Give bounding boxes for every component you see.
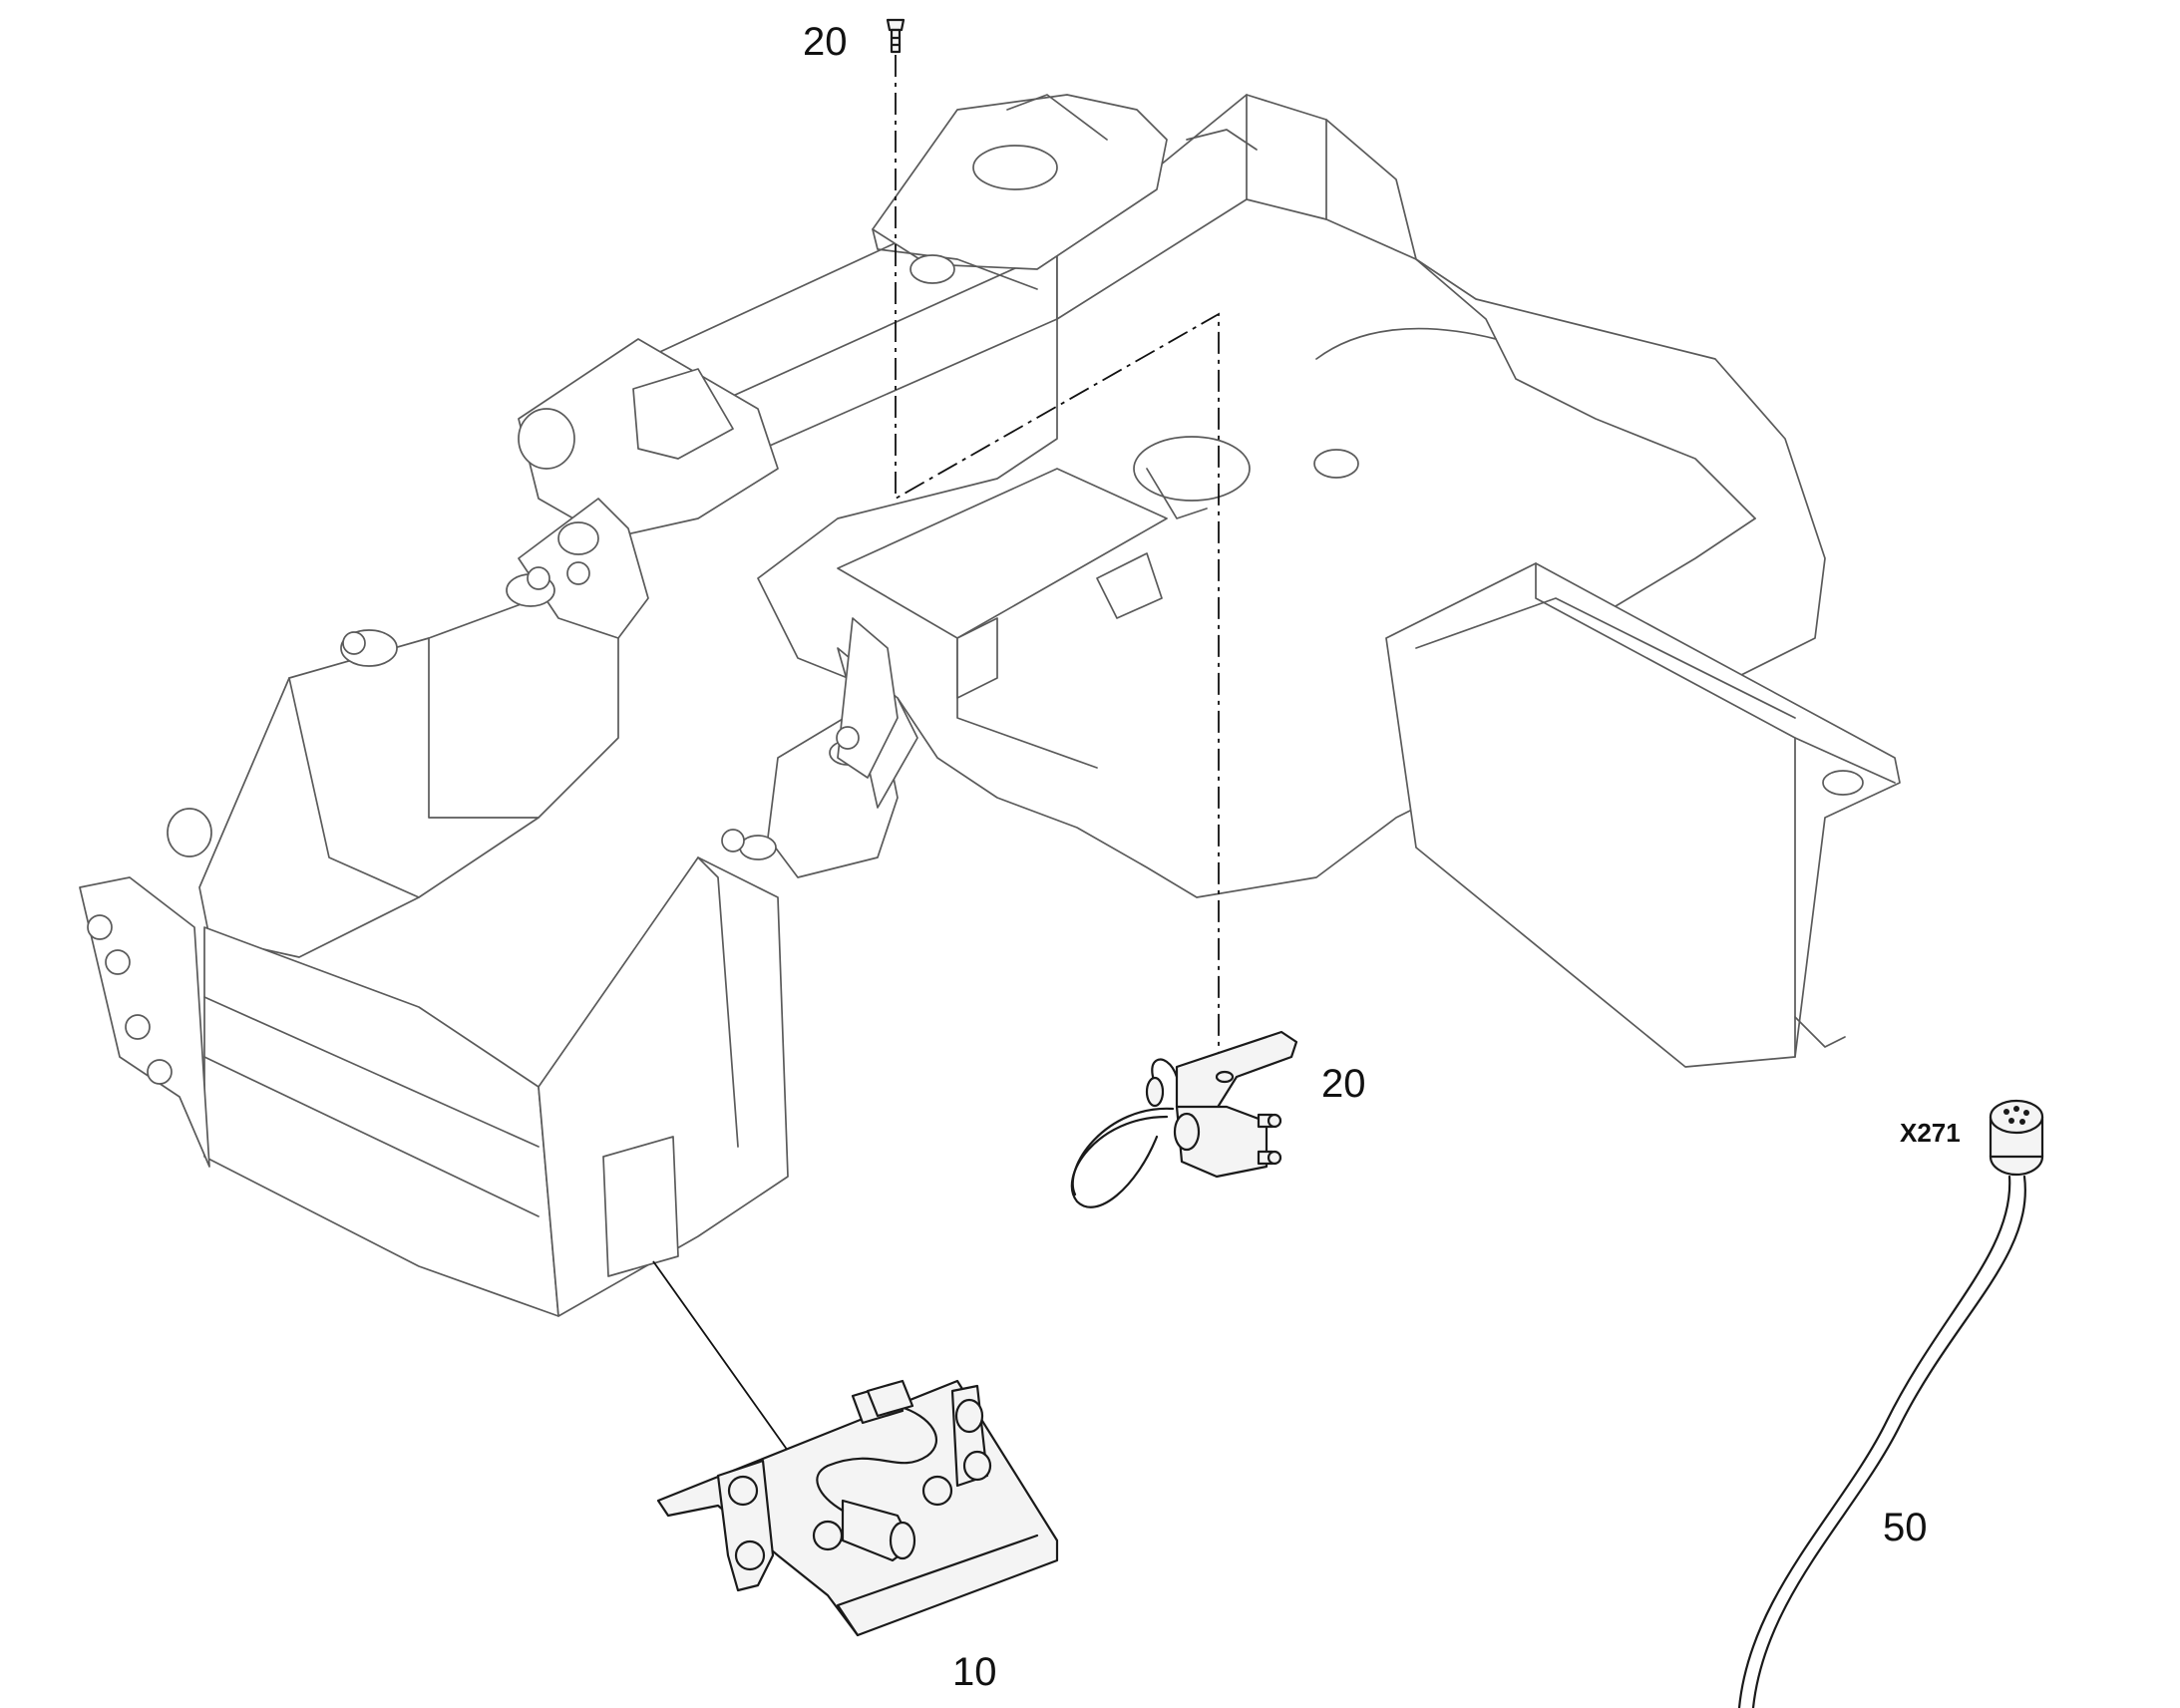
sensor-leader-line (652, 1260, 789, 1452)
machine-frame (79, 94, 1901, 1317)
callout-switch: 20 (1321, 1062, 1366, 1106)
callout-harness: 50 (1883, 1506, 1928, 1549)
screw-part (886, 18, 906, 54)
connector-pins (2003, 1106, 2029, 1125)
sensor-bracket (656, 1379, 1059, 1637)
callout-top-screw: 20 (803, 20, 848, 64)
alignment-path (895, 55, 1220, 1067)
connector-label: X271 (1900, 1118, 1961, 1148)
switch-assembly (1070, 1030, 1298, 1208)
callout-sensor-bracket: 10 (952, 1650, 997, 1694)
wire-harness (1737, 1099, 2044, 1708)
frame-bolts (342, 561, 860, 853)
